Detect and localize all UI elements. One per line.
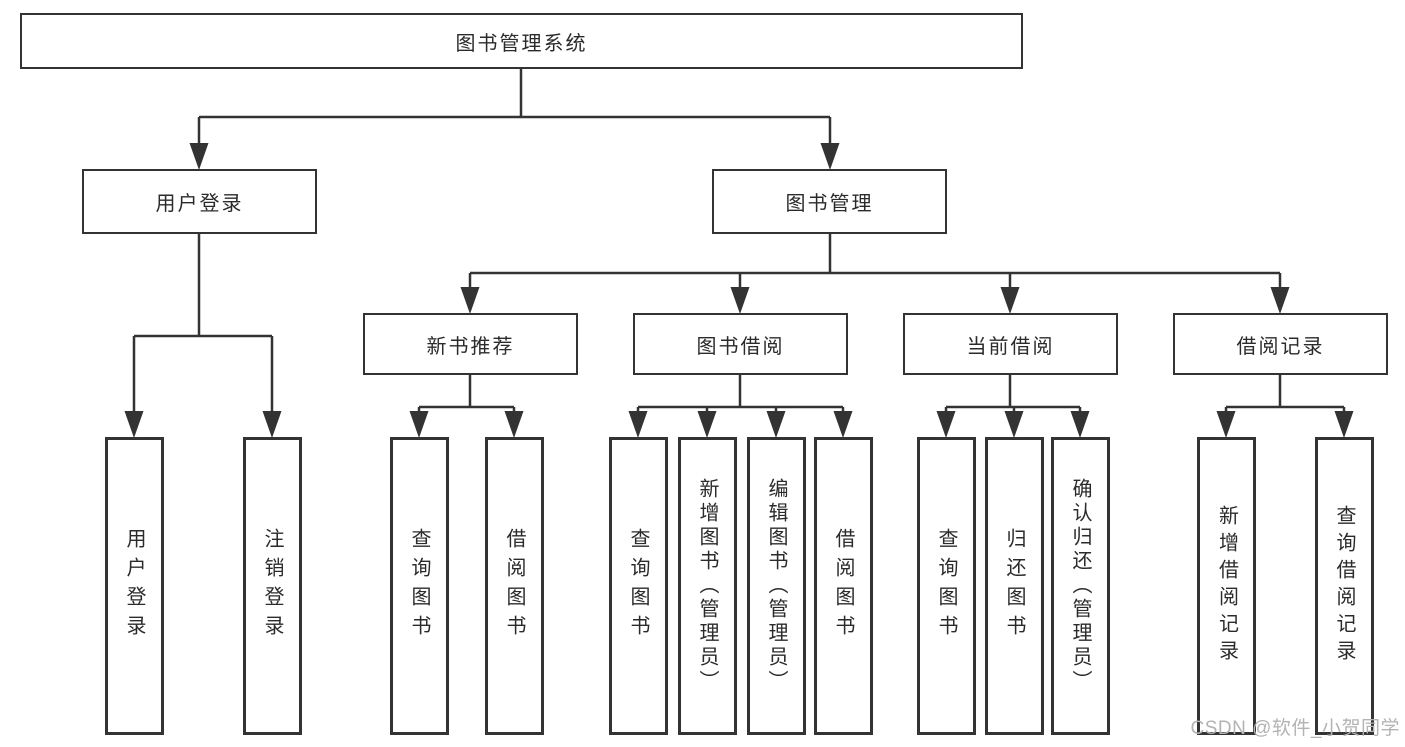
leaf-query-books: 查询图书 (608, 437, 668, 735)
leaf-label: 编辑图书（管理员） (765, 478, 787, 694)
node-user-login: 用户登录 (82, 169, 317, 234)
leaf-confirm-return-admin: 确认归还（管理员） (1050, 437, 1110, 735)
csdn-watermark: CSDN @软件_小贺同学 (1190, 718, 1400, 739)
leaf-query-books: 查询图书 (916, 437, 976, 735)
leaf-edit-book-admin: 编辑图书（管理员） (746, 437, 806, 735)
arrowhead-icons (124, 143, 1354, 438)
node-label: 新书推荐 (426, 335, 515, 358)
leaf-query-books: 查询图书 (389, 437, 449, 735)
leaf-label: 借阅图书 (503, 528, 525, 644)
leaf-query-borrow-record: 查询借阅记录 (1314, 437, 1374, 735)
leaf-label: 查询图书 (408, 528, 430, 644)
node-label: 当前借阅 (966, 335, 1055, 358)
node-new-book-recommend: 新书推荐 (363, 313, 578, 375)
leaf-label: 查询图书 (935, 528, 957, 644)
node-borrow-records: 借阅记录 (1173, 313, 1388, 375)
leaf-return-books: 归还图书 (984, 437, 1044, 735)
leaf-label: 确认归还（管理员） (1069, 478, 1091, 694)
leaf-label: 注销登录 (261, 528, 283, 644)
node-label: 图书管理系统 (455, 32, 588, 55)
leaf-label: 归还图书 (1003, 528, 1025, 644)
node-label: 图书管理 (785, 193, 874, 215)
node-label: 借阅记录 (1236, 335, 1325, 358)
leaf-add-borrow-record: 新增借阅记录 (1197, 437, 1256, 735)
leaf-add-book-admin: 新增图书（管理员） (677, 437, 737, 735)
node-book-management: 图书管理 (712, 169, 947, 234)
leaf-label: 查询图书 (627, 528, 649, 644)
leaf-borrow-books: 借阅图书 (813, 437, 873, 735)
leaf-label: 新增图书（管理员） (696, 478, 718, 694)
leaf-label: 用户登录 (123, 528, 145, 644)
leaf-label: 借阅图书 (832, 528, 854, 644)
leaf-borrow-books: 借阅图书 (484, 437, 544, 735)
leaf-user-login: 用户登录 (104, 437, 164, 735)
node-label: 用户登录 (155, 193, 244, 215)
node-root-library-system: 图书管理系统 (20, 13, 1023, 69)
leaf-label: 新增借阅记录 (1215, 505, 1238, 667)
leaf-label: 查询借阅记录 (1333, 505, 1355, 667)
node-current-borrowing: 当前借阅 (903, 313, 1118, 375)
node-label: 图书借阅 (696, 335, 785, 358)
node-book-borrowing: 图书借阅 (633, 313, 848, 375)
leaf-logout: 注销登录 (242, 437, 302, 735)
